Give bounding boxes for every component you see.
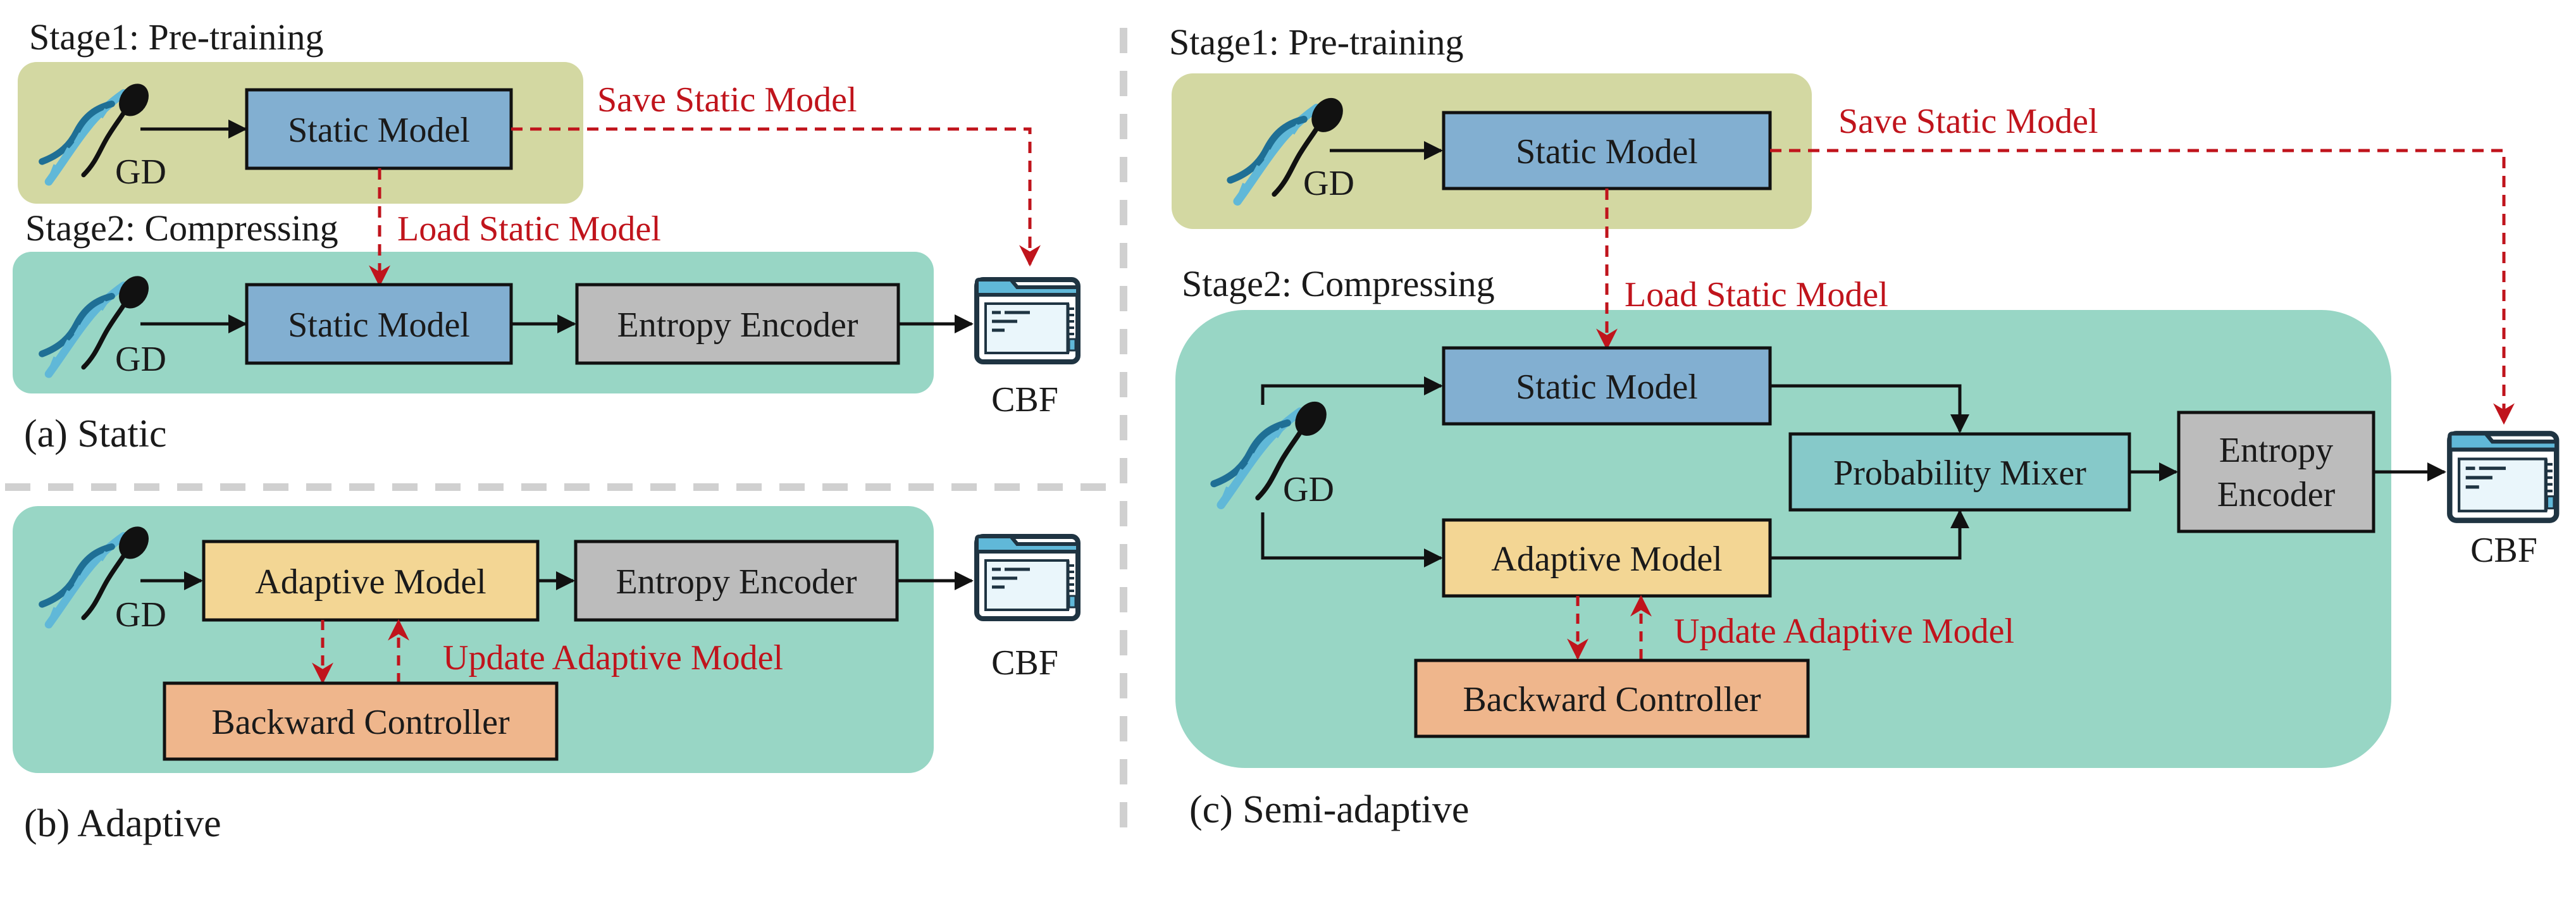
panel-a-stage1-label: Stage1: Pre-training	[29, 16, 324, 58]
panel-c-static-model-box	[1442, 111, 1772, 190]
panel-c-stage1-label: Stage1: Pre-training	[1169, 22, 1464, 63]
panel-c-arrow-gd-adaptive	[1261, 512, 1443, 567]
panel-c-semi-adaptive: Stage1: Pre-training Stage2: Compressing…	[1169, 22, 2556, 831]
panel-a-gd2-label: GD	[115, 340, 166, 379]
panel-a-static-model-box-2	[245, 283, 513, 365]
panel-a-caption: (a) Static	[24, 412, 167, 455]
panel-c-backward-controller-box	[1414, 659, 1810, 738]
panel-c-save-arrow	[1770, 149, 2515, 425]
panel-b-caption: (b) Adaptive	[24, 802, 221, 845]
panel-c-static-model-box-2	[1442, 346, 1772, 426]
panel-c-cbf-file-icon	[2449, 433, 2556, 520]
panel-b-adaptive-model-label: Adaptive Model	[255, 562, 486, 602]
panel-c-backward-controller-label: Backward Controller	[1463, 680, 1761, 719]
panel-c-stage2-label: Stage2: Compressing	[1182, 263, 1495, 304]
panel-a-entropy-encoder-label: Entropy Encoder	[617, 306, 858, 345]
panel-c-static-model-label: Static Model	[1516, 132, 1698, 171]
panel-c-probability-mixer-box	[1788, 432, 2131, 512]
panel-a-gd-label: GD	[115, 152, 166, 192]
panel-c-entropy-encoder-line1: Entropy	[2219, 431, 2333, 470]
panel-c-arrow-static-mixer	[1770, 384, 1969, 433]
panel-c-static-model-label-2: Static Model	[1516, 368, 1698, 407]
panel-a-cbf-label: CBF	[991, 380, 1058, 419]
panel-c-entropy-encoder-line2: Encoder	[2217, 475, 2336, 514]
panel-a-save-label: Save Static Model	[597, 80, 857, 120]
panel-b-adaptive-model-box	[202, 540, 540, 622]
panel-a-cbf-file-icon	[977, 280, 1078, 362]
panel-c-cbf-label: CBF	[2470, 531, 2537, 570]
panel-a-stage2-label: Stage2: Compressing	[25, 207, 338, 249]
panel-a-save-arrow	[511, 127, 1041, 267]
panel-b-gd-label: GD	[115, 595, 166, 634]
panel-c-load-label: Load Static Model	[1625, 275, 1888, 314]
panel-c-arrow-adaptive-mixer	[1770, 509, 1969, 560]
panel-c-adaptive-model-box	[1442, 518, 1772, 598]
panel-c-arrow-gd-static2	[1261, 376, 1443, 405]
panel-c-gd2-label: GD	[1283, 470, 1334, 509]
panel-b-cbf-file-icon	[977, 536, 1078, 619]
panel-a-static: Stage1: Pre-training Stage2: Compressing…	[13, 16, 1078, 455]
panel-c-update-label: Update Adaptive Model	[1674, 612, 2014, 651]
panel-a-static-model-label: Static Model	[288, 111, 470, 150]
panel-c-adaptive-model-label: Adaptive Model	[1491, 540, 1722, 579]
panel-b-cbf-label: CBF	[991, 643, 1058, 683]
panel-a-load-label: Load Static Model	[397, 209, 661, 249]
panel-c-gd-label: GD	[1303, 164, 1354, 203]
panel-c-caption: (c) Semi-adaptive	[1189, 788, 1469, 831]
panel-b-entropy-encoder-label: Entropy Encoder	[616, 562, 857, 602]
panel-b-backward-controller-label: Backward Controller	[211, 703, 510, 742]
panel-b-adaptive: GD Adaptive Model Entropy Encoder CBF Up…	[13, 506, 1078, 845]
panel-c-probability-mixer-label: Probability Mixer	[1833, 454, 2086, 493]
panel-c-save-label: Save Static Model	[1838, 102, 2098, 141]
panel-a-static-model-label-2: Static Model	[288, 306, 470, 345]
panel-b-backward-controller-box	[163, 681, 559, 761]
panel-a-static-model-box	[245, 88, 513, 170]
panel-b-update-label: Update Adaptive Model	[443, 638, 783, 678]
